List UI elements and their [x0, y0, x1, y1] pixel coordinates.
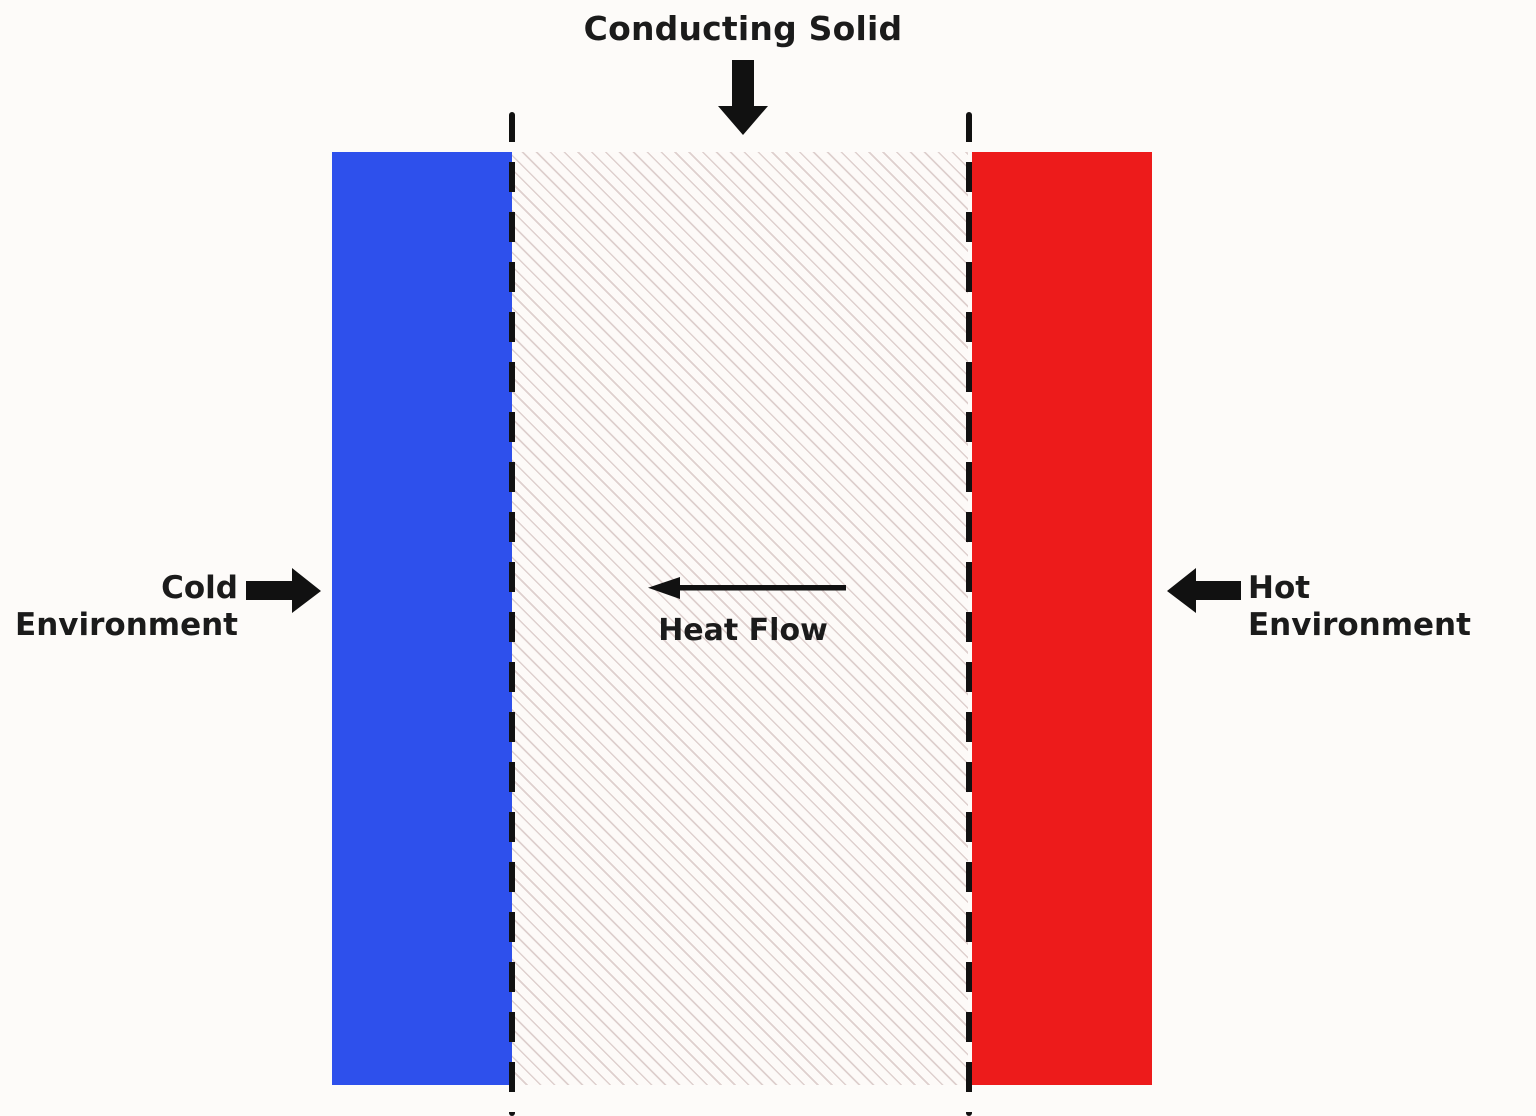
hot-label-line1: Hot	[1248, 570, 1311, 606]
arrow-down-icon	[718, 60, 768, 135]
page-title: Conducting Solid	[583, 9, 903, 48]
heat-flow-label: Heat Flow	[658, 613, 828, 648]
cold-environment-block	[332, 152, 512, 1085]
cold-environment-label: Cold Environment	[0, 570, 238, 643]
hot-environment-label: Hot Environment	[1248, 570, 1471, 643]
cold-label-line2: Environment	[15, 606, 238, 643]
left-boundary-dashed-line	[509, 112, 515, 1116]
hot-environment-block	[972, 152, 1152, 1085]
arrow-left-thin-icon	[648, 577, 846, 599]
conducting-solid-block	[512, 152, 968, 1085]
right-boundary-dashed-line	[966, 112, 972, 1116]
cold-label-line1: Cold	[161, 570, 238, 606]
hot-label-line2: Environment	[1248, 606, 1471, 643]
arrow-right-icon	[246, 568, 321, 613]
arrow-left-icon	[1167, 568, 1241, 613]
